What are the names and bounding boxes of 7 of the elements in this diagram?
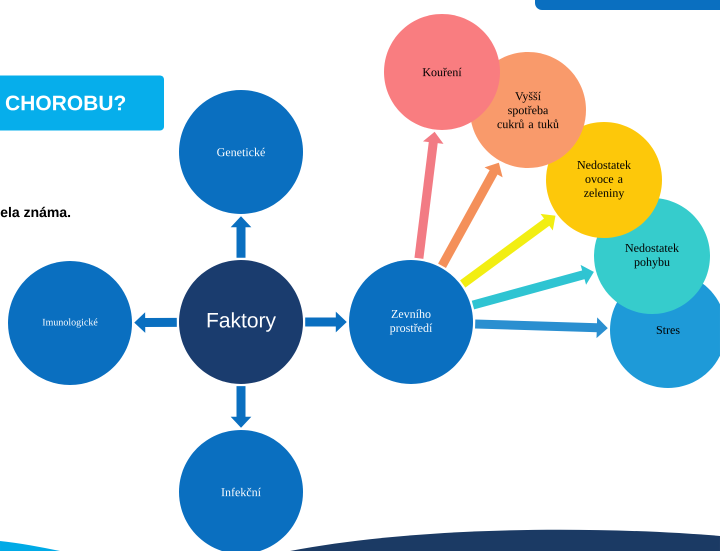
subtitle-text: ela známa. [0, 206, 70, 218]
block-arrow [460, 214, 556, 288]
circle-node: Zevního prostředí [349, 260, 473, 384]
circle-node: Imunologické [8, 261, 132, 385]
circle-node: Genetické [179, 90, 303, 214]
title-banner: CHOROBU? [0, 76, 164, 130]
circle-node: Faktory [179, 260, 303, 384]
